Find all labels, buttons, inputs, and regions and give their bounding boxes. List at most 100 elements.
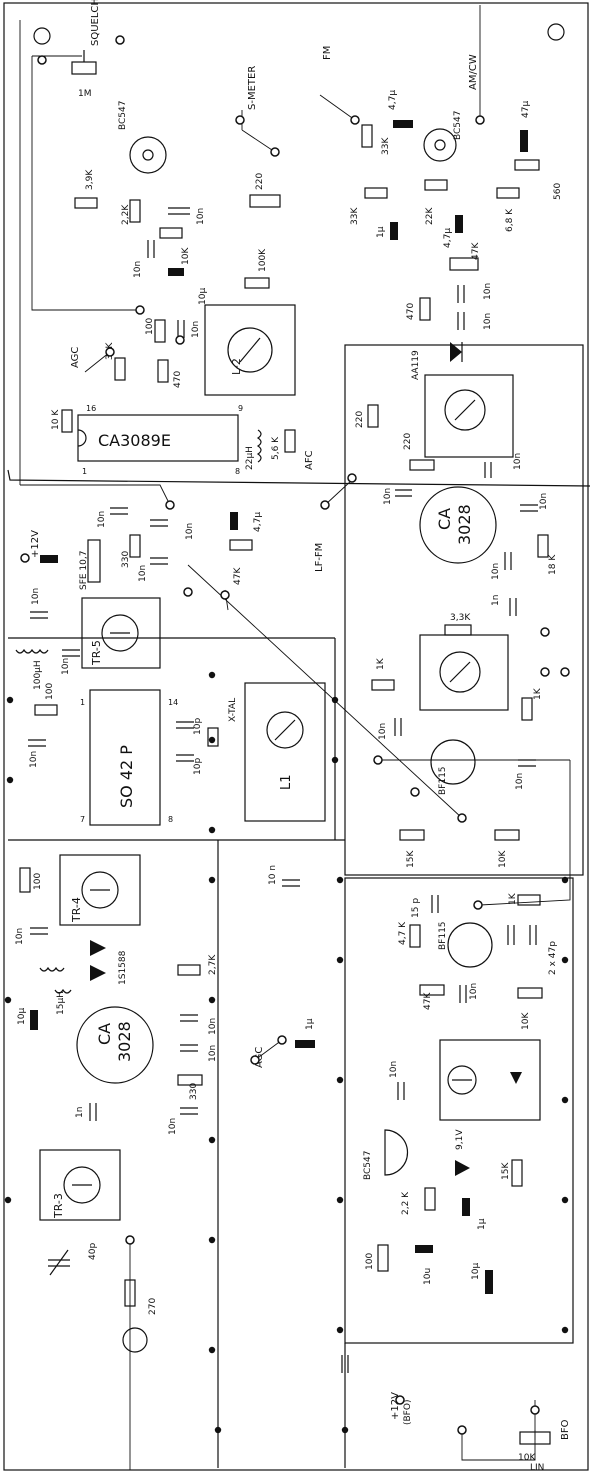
resistor: 15K [501, 1159, 523, 1187]
inductor [39, 966, 65, 972]
plus12v-bfo-label: +12V [390, 1392, 401, 1420]
capacitor-label: 10µ [471, 1263, 481, 1280]
capacitor-label: 10n [133, 261, 143, 278]
resistor-label: 2,2K [121, 204, 131, 225]
ground-point [561, 1326, 569, 1334]
ic-pin-label: 8 [168, 815, 173, 824]
solder-pads [4, 35, 570, 1435]
resistor-label: 15K [501, 1162, 511, 1180]
bfo-sub-label: (BFO) [403, 1400, 413, 1425]
transistor-label: BF115 [438, 921, 448, 950]
capacitor-label: 15 p [411, 898, 421, 918]
capacitor-label: 10n [97, 511, 107, 528]
electrolytic-capacitor: 4,7µ [230, 512, 263, 532]
resistor: 1K [521, 687, 543, 721]
squelch-label: SQUELCH [90, 0, 101, 46]
terminal-pad [183, 587, 193, 597]
electrolytic-capacitor: 1µ [295, 1018, 315, 1048]
ceramic-filter-sfe: SFE 10,7 [79, 539, 101, 590]
pot-label: LIN [530, 1463, 544, 1473]
inductor-22uh: 22µH [245, 429, 262, 470]
ic-ca3028-bottom: CA 3028 [76, 1006, 154, 1084]
capacitor-label: 40p [88, 1243, 98, 1260]
resistor-label: 10K [181, 247, 191, 265]
capacitor: 10n [383, 488, 412, 505]
coil-tr4: TR-4 [59, 854, 141, 926]
ground-point [4, 1196, 12, 1204]
resistor-label: 10K [498, 850, 508, 868]
ground-point [208, 826, 216, 834]
agc-bottom-label: AGC [254, 1047, 265, 1068]
capacitor-label: 10n [31, 588, 41, 605]
ground-point [214, 1426, 222, 1434]
capacitor: 10n [520, 493, 549, 512]
terminal-pad [320, 500, 330, 510]
resistor-label: 1K [376, 657, 386, 670]
capacitor-label: 10p [193, 758, 203, 775]
ic-label: CA [435, 508, 454, 530]
coil-label: TR-5 [90, 640, 103, 666]
resistor-label: 100 [33, 873, 43, 890]
terminal-pad [125, 1235, 135, 1245]
coil-label: L-2 [230, 358, 243, 375]
ic-label: CA3089E [98, 431, 171, 450]
resistor: 10K [494, 829, 520, 868]
capacitor: 10n [459, 983, 479, 1003]
electrolytic-capacitor: 4,7µ [443, 215, 463, 248]
electrolytic-capacitor: 47µ [520, 101, 531, 152]
afc-label: AFC [304, 450, 315, 470]
resistor-label: 330 [189, 1083, 199, 1100]
resistor-label: 220 [403, 433, 413, 450]
capacitor-label: 10µ [17, 1008, 27, 1025]
variable-capacitor-module [439, 1039, 541, 1121]
ground-point [561, 876, 569, 884]
ic-label: CA [95, 1023, 114, 1045]
resistor-label: 3,9K [85, 169, 95, 190]
ic-label: 3028 [115, 1021, 134, 1062]
ground-point [208, 996, 216, 1004]
resistor: 22K [424, 179, 448, 225]
terminal-pad [395, 1395, 405, 1405]
terminal-pad [540, 627, 550, 637]
capacitor-label: 10n [29, 751, 39, 768]
transistor-label: BC547 [118, 101, 128, 130]
capacitor-label: 47µ [521, 101, 531, 118]
resistor: 47K [229, 539, 253, 585]
capacitor: 10n [97, 507, 128, 528]
ground-point [336, 1326, 344, 1334]
inductor-100uh: 100µH [15, 648, 49, 690]
coil-mid-right [419, 634, 509, 711]
capacitor-label: 10n [15, 928, 25, 945]
resistor: 10K [517, 987, 543, 1030]
electrolytic-capacitor: 4,7µ [388, 90, 413, 128]
inductor-label: 22µH [245, 446, 255, 470]
ground-point [208, 671, 216, 679]
electrolytic-capacitor: 10u [415, 1245, 433, 1285]
terminal-pad [37, 55, 47, 65]
capacitor-label: 10n [168, 1118, 178, 1135]
ground-point [208, 736, 216, 744]
capacitor: 10n [150, 519, 195, 540]
resistor: 470 [157, 359, 183, 388]
transistor-bc547-q1: BC547 [118, 101, 167, 174]
capacitor: 10n [457, 312, 493, 330]
mounting-hole [547, 23, 565, 41]
capacitor: 10n [168, 1107, 198, 1135]
mounting-hole [33, 27, 51, 45]
capacitor-label: 10n [513, 453, 523, 470]
capacitor-label: 10n [483, 283, 493, 300]
capacitor: 10n [30, 588, 48, 619]
capacitor-label: 10p [193, 718, 203, 735]
transistor-label: BF115 [438, 766, 448, 795]
terminal-pad [235, 115, 245, 125]
terminal-pad [473, 900, 483, 910]
resistor: 3,3K [444, 613, 472, 636]
transistor-bf115-q4: BF115 [438, 921, 493, 968]
board-outline [3, 2, 589, 1471]
ic-pin-label: 16 [86, 404, 96, 413]
electrolytic-capacitor: 1µ [462, 1198, 487, 1230]
capacitor-label: 10n [491, 563, 501, 580]
capacitor-pair: 2 x 47p [507, 925, 558, 975]
resistor-label: 270 [148, 1298, 158, 1315]
